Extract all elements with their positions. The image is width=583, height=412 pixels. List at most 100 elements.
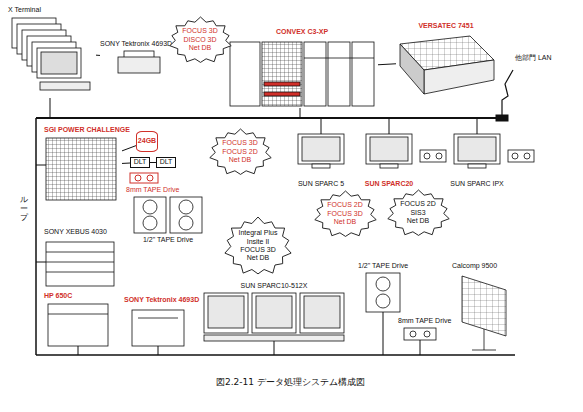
workstation-monitor bbox=[298, 134, 344, 164]
sgi-server bbox=[46, 138, 116, 200]
printer: SONY Tektronix 4693D bbox=[100, 40, 172, 76]
tape-drive bbox=[143, 216, 157, 230]
device-label: SUN SPARC20 bbox=[365, 180, 414, 188]
convex-cabinet bbox=[264, 92, 300, 96]
device-label: X Terminal bbox=[8, 6, 41, 14]
network-link bbox=[378, 64, 396, 65]
network-bus bbox=[36, 117, 506, 119]
tape-drive bbox=[179, 200, 193, 214]
tape-drive bbox=[410, 331, 416, 337]
workstation-monitor bbox=[300, 293, 344, 333]
workstation-monitor bbox=[366, 134, 412, 164]
workstation-monitor bbox=[208, 296, 244, 328]
device-label: VERSATEC 7451 bbox=[418, 22, 473, 30]
plotter: HP 650C bbox=[44, 292, 114, 350]
device-label: 24GB bbox=[138, 137, 156, 145]
software-name: FOCUS 3D bbox=[182, 27, 217, 35]
digitizer bbox=[484, 329, 485, 350]
network-bus bbox=[502, 70, 513, 115]
workstation: SUN SPARC IPX bbox=[446, 132, 508, 188]
network-link bbox=[96, 55, 100, 56]
tape-drive: 1/2" TAPE Drive bbox=[358, 262, 422, 314]
tape-drive bbox=[147, 175, 153, 181]
workstation-monitor bbox=[204, 293, 344, 341]
device-label: DLT bbox=[160, 158, 173, 166]
workstation-monitor bbox=[302, 137, 340, 161]
software-name: Net DB bbox=[407, 217, 430, 225]
device-label: SUN SPARC10-512X bbox=[241, 282, 308, 290]
network-bus bbox=[36, 354, 515, 356]
software-name: Net DB bbox=[247, 254, 270, 262]
tape-drive bbox=[130, 173, 158, 183]
tape-drive bbox=[130, 173, 158, 183]
plotter: VERSATEC 7451 bbox=[396, 22, 496, 100]
network-bus bbox=[321, 118, 322, 134]
tape-drive bbox=[170, 197, 202, 233]
device-label: SUN SPARC 5 bbox=[298, 180, 344, 188]
starburst-outline bbox=[314, 191, 375, 236]
plotter-icon bbox=[48, 304, 184, 346]
tape-drive bbox=[376, 277, 390, 291]
storage-rack bbox=[46, 252, 114, 253]
digitizer bbox=[472, 350, 496, 351]
starburst-outline bbox=[225, 217, 291, 274]
tape-unit: DLT bbox=[130, 157, 150, 168]
workstation-monitor bbox=[420, 150, 446, 162]
network-bus bbox=[78, 346, 79, 355]
software-starburst: FOCUS 2DFOCUS 3DNet DB bbox=[313, 190, 378, 239]
convex-cabinet bbox=[230, 42, 260, 106]
workstation-monitor bbox=[468, 164, 486, 168]
network-bus bbox=[496, 115, 508, 121]
tape-drive: 8mm TAPE Drive bbox=[398, 317, 454, 341]
workstation-monitor bbox=[458, 137, 496, 161]
storage-rack bbox=[46, 242, 114, 286]
workstation-monitor bbox=[312, 164, 330, 168]
convex-cabinet bbox=[328, 42, 350, 106]
digitizer: Calcomp 9500 bbox=[452, 262, 514, 352]
software-name: SIS3 bbox=[410, 209, 425, 217]
tape-drive bbox=[134, 197, 202, 233]
tape-drive bbox=[135, 175, 141, 181]
network-bus bbox=[36, 262, 46, 263]
network-label: 他部門 LAN bbox=[515, 54, 552, 62]
workstation-monitor bbox=[512, 153, 518, 159]
device-label: SUN SPARC IPX bbox=[450, 180, 504, 188]
plotter-icon bbox=[400, 36, 494, 94]
tape-drive bbox=[376, 294, 390, 308]
software-name: DISCO 3D bbox=[183, 36, 216, 44]
software-starburst: FOCUS 3DFOCUS 2DNet DB bbox=[208, 128, 273, 177]
network-bus bbox=[36, 165, 46, 166]
workstation-monitor bbox=[204, 293, 248, 333]
device-label: 8mm TAPE Drive bbox=[398, 317, 451, 325]
tape-drive bbox=[134, 197, 166, 233]
loop-label: ループ bbox=[20, 196, 28, 222]
tape-drive: 1/2" TAPE Drive bbox=[132, 196, 204, 244]
plotter-icon bbox=[138, 318, 178, 319]
network-bus bbox=[300, 108, 301, 118]
disk: 24GB bbox=[136, 131, 158, 152]
storage-rack bbox=[46, 242, 114, 286]
device-label: CONVEX C3-XP bbox=[276, 28, 328, 36]
device-label: 1/2" TAPE Drive bbox=[143, 236, 193, 244]
storage: SONY XEBUS 4030 bbox=[44, 228, 124, 288]
plotter-icon bbox=[424, 60, 494, 94]
storage-rack bbox=[46, 262, 114, 263]
network-bus bbox=[477, 118, 478, 134]
workstation-monitor bbox=[298, 134, 534, 168]
digitizer bbox=[462, 276, 506, 350]
software-name: FOCUS 2D bbox=[327, 201, 362, 209]
network-bus bbox=[35, 118, 37, 355]
tape-drive bbox=[424, 331, 430, 337]
software-name: Net DB bbox=[189, 44, 212, 52]
convex-cabinet bbox=[262, 42, 302, 106]
convex-cabinet bbox=[352, 42, 374, 106]
software-name: FOCUS 2D bbox=[400, 200, 435, 208]
x-terminal-stack bbox=[37, 48, 81, 78]
printer-icon bbox=[118, 57, 160, 73]
software-name: Net DB bbox=[334, 218, 357, 226]
network-link bbox=[122, 163, 130, 164]
network-bus bbox=[158, 346, 159, 355]
tape-drive bbox=[366, 273, 400, 312]
x-terminal-stack bbox=[40, 82, 90, 90]
